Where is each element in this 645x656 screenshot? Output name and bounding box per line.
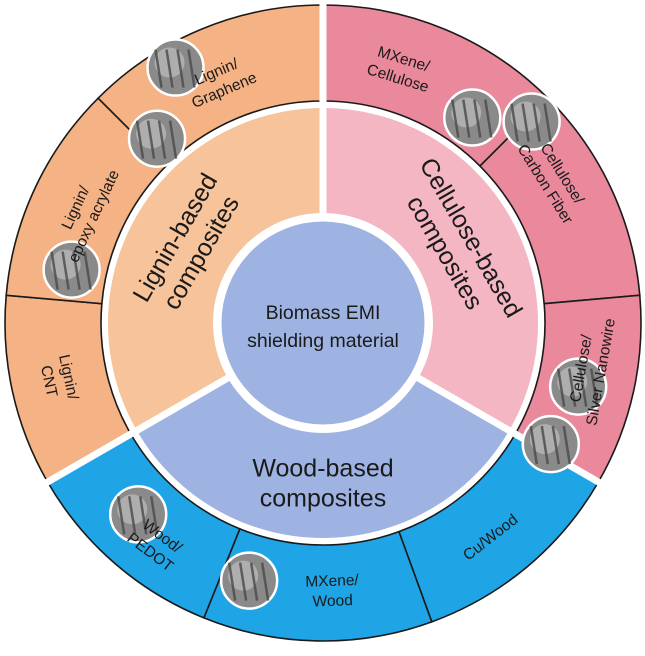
sem-thumbnail-lignin-epoxy-acrylate xyxy=(127,109,187,168)
sector-divider xyxy=(44,371,236,487)
thumbnail-texture xyxy=(540,425,550,465)
thumbnail-texture xyxy=(562,425,572,465)
thumbnail-texture xyxy=(157,120,167,159)
thumbnail-texture xyxy=(146,120,156,159)
sem-thumbnail-wood-pedot xyxy=(108,485,168,544)
thumbnail-texture xyxy=(238,562,248,601)
thumbnail-texture xyxy=(556,368,566,407)
center-label-line: shielding material xyxy=(247,330,399,352)
thumbnail-texture xyxy=(532,103,541,142)
thumbnail-texture xyxy=(227,562,237,601)
thumbnail-texture xyxy=(176,49,185,88)
thumbnail-texture xyxy=(529,425,539,465)
thumbnail-texture xyxy=(127,496,137,535)
thumbnail-texture xyxy=(578,368,588,407)
thumbnail-texture xyxy=(260,562,270,601)
thumbnail-texture xyxy=(451,99,460,138)
center-label-line: Biomass EMI xyxy=(266,302,381,324)
thumbnail-texture xyxy=(473,99,482,138)
thumbnail-texture xyxy=(510,103,519,142)
thumbnail-texture xyxy=(521,103,530,142)
sem-thumbnail-cellulose-carbon-fiber xyxy=(502,92,561,151)
thumbnail-texture xyxy=(484,99,493,138)
thumbnail-texture xyxy=(249,562,259,601)
thumbnail-texture xyxy=(138,496,148,535)
center-label: Biomass EMI shielding material xyxy=(247,302,399,352)
middle-sector-wood[interactable] xyxy=(138,379,508,538)
thumbnail-texture xyxy=(543,103,552,142)
middle-sector-lignin[interactable] xyxy=(108,108,322,428)
thumbnail-texture xyxy=(168,120,178,159)
middle-sector-cellulose[interactable] xyxy=(324,108,538,428)
item-label-mxene-wood: MXene/Wood xyxy=(305,572,360,611)
category-label-wood-line: Wood-based xyxy=(252,455,393,483)
thumbnail-texture xyxy=(61,251,70,290)
thumbnail-texture xyxy=(116,496,126,535)
thumbnail-texture xyxy=(72,251,81,290)
sem-thumbnail-lignin-graphene xyxy=(146,38,205,97)
sem-thumbnail-cellulose-silver-nanowire xyxy=(548,357,608,416)
thumbnail-texture xyxy=(135,120,145,159)
thumbnail-texture xyxy=(50,251,59,290)
thumbnail-texture xyxy=(83,251,92,290)
item-label-mxene-wood-line: MXene/ xyxy=(305,572,360,591)
thumbnail-texture xyxy=(187,49,196,88)
item-label-mxene-wood-line: Wood xyxy=(312,592,353,610)
thumbnail-texture xyxy=(165,49,174,88)
center-circle[interactable] xyxy=(218,218,428,428)
thumbnail-texture xyxy=(589,368,599,407)
item-label-lignin-cnt-line: CNT xyxy=(37,364,60,399)
thumbnail-texture xyxy=(567,368,577,407)
sem-thumbnail-mxene-cellulose xyxy=(443,88,502,147)
thumbnail-texture xyxy=(149,496,159,535)
thumbnail-texture xyxy=(551,425,561,465)
thumbnail-texture xyxy=(462,99,471,138)
sem-thumbnail-lignin-cnt xyxy=(42,240,101,299)
category-lignin xyxy=(4,4,324,484)
sem-thumbnail-mxene-wood xyxy=(219,551,279,610)
category-label-wood-line: composites xyxy=(260,485,386,513)
thumbnail-texture xyxy=(154,49,163,88)
sem-thumbnail-cu-wood xyxy=(521,414,581,474)
